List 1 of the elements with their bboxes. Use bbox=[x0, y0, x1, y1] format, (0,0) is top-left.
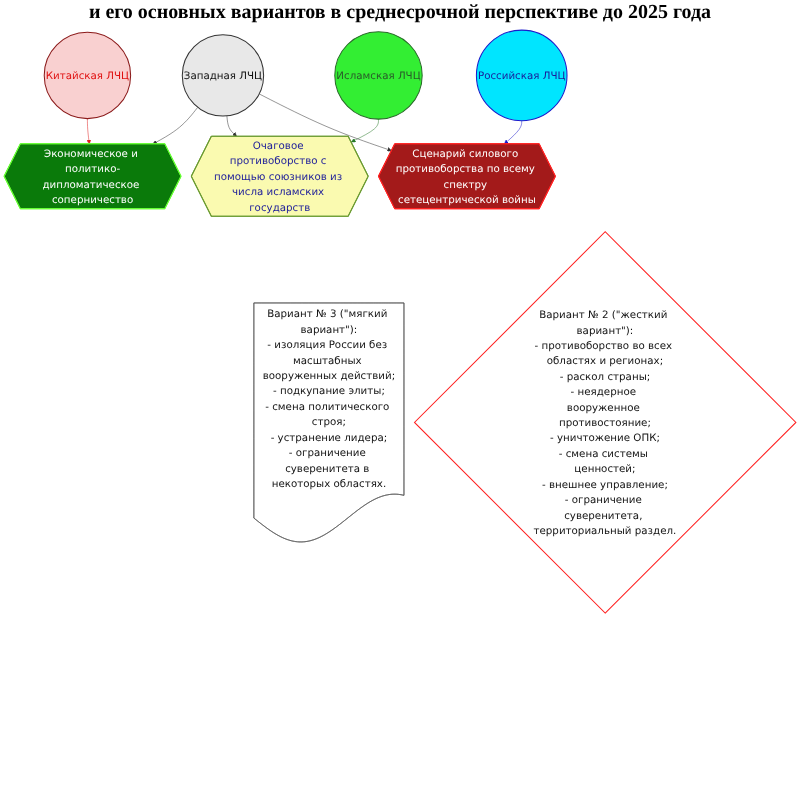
diagram-title: и его основных вариантов в среднесрочной перспективе до 2025 года bbox=[86, 2, 714, 24]
